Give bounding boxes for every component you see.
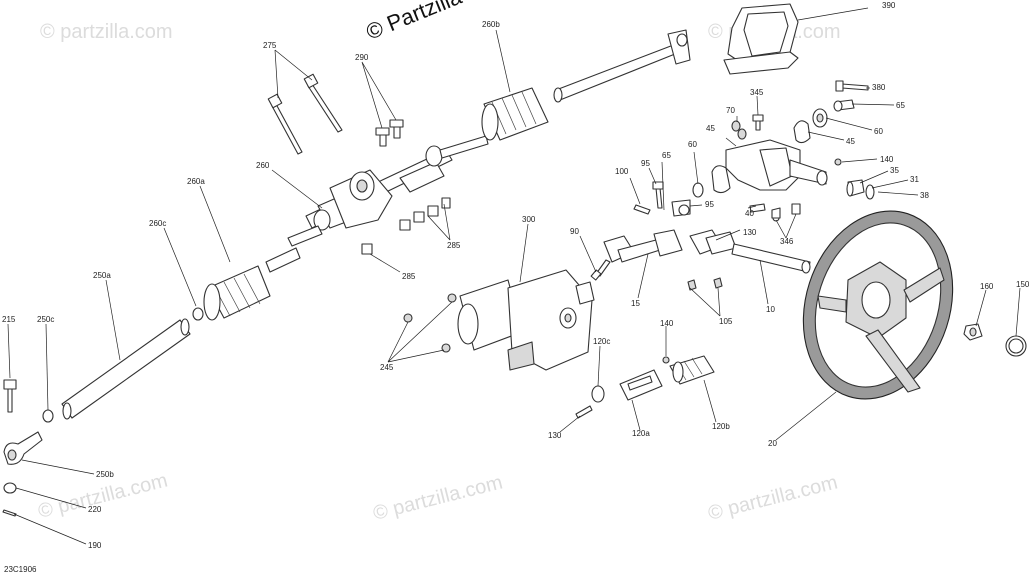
- callout-labels: 390 380 345 65 70 60 45 45 140 35 31 38 …: [2, 1, 1030, 550]
- callout-label: 65: [896, 101, 905, 110]
- part-260a-boot: [203, 247, 301, 321]
- callout-label: 220: [88, 505, 102, 514]
- watermark-text: © partzilla.com: [40, 21, 173, 43]
- callout-label: 130: [743, 228, 757, 237]
- watermark-text: © partzilla.com: [371, 471, 505, 524]
- part-130-bolt-lower: [575, 405, 593, 419]
- callout-label: 45: [706, 124, 715, 133]
- part-346-clips: [771, 203, 801, 219]
- callout-label: 250a: [93, 271, 111, 280]
- callout-label: 290: [355, 53, 369, 62]
- callout-label: 95: [705, 200, 714, 209]
- part-190-cotter-pin: [2, 509, 17, 517]
- callout-label: 40: [745, 209, 754, 218]
- callout-label: 250b: [96, 470, 114, 479]
- part-90-bolt: [590, 259, 611, 281]
- callout-label: 300: [522, 215, 536, 224]
- part-100-screw: [633, 204, 651, 215]
- callout-label: 345: [750, 88, 764, 97]
- callout-label: 10: [766, 305, 775, 314]
- leader-lines: [7, 7, 1021, 545]
- callout-label: 130: [548, 431, 562, 440]
- callout-label: 95: [641, 159, 650, 168]
- part-60-bearing: [812, 108, 828, 128]
- callout-label: 285: [402, 272, 416, 281]
- callout-label: 60: [688, 140, 697, 149]
- part-35-spacer: [846, 179, 865, 197]
- callout-label: 260c: [149, 219, 166, 228]
- callout-label: 38: [920, 191, 929, 200]
- part-160-nut: [963, 323, 983, 341]
- part-345-bolt: [752, 114, 764, 131]
- callout-label: 15: [631, 299, 640, 308]
- part-250b-tie-rod-end: [3, 431, 43, 465]
- part-260c-clamp: [192, 307, 204, 321]
- callout-label: 45: [846, 137, 855, 146]
- part-70-fastener: [731, 120, 747, 140]
- callout-label: 285: [447, 241, 461, 250]
- callout-label: 150: [1016, 280, 1030, 289]
- callout-label: 160: [980, 282, 994, 291]
- callout-label: 380: [872, 83, 886, 92]
- part-150-ring: [1005, 335, 1027, 357]
- callout-label: 140: [660, 319, 674, 328]
- callout-label: 190: [88, 541, 102, 550]
- callout-label: 346: [780, 237, 794, 246]
- part-40-column-bracket: [692, 139, 828, 198]
- part-45-ring: [793, 120, 811, 144]
- callout-label: 90: [570, 227, 579, 236]
- part-120a-boot: [619, 369, 663, 401]
- callout-label: 105: [719, 317, 733, 326]
- callout-label: 120a: [632, 429, 650, 438]
- callout-label: 260a: [187, 177, 205, 186]
- callout-label: 120b: [712, 422, 730, 431]
- part-31-ring: [865, 184, 875, 200]
- callout-label: 245: [380, 363, 394, 372]
- part-120b-boot: [669, 355, 715, 385]
- part-140-nut-lower: [662, 356, 670, 364]
- part-65-bushing: [833, 99, 855, 112]
- part-220-nut: [3, 482, 17, 494]
- part-140-nut-top: [834, 158, 842, 166]
- part-285-clips: [361, 197, 451, 255]
- part-300-eps-motor: [457, 269, 595, 371]
- callout-label: 390: [882, 1, 896, 10]
- callout-label: 275: [263, 41, 277, 50]
- part-380-screw: [835, 80, 869, 92]
- part-260b-boot-and-tierod: [481, 29, 691, 141]
- part-215-bolt: [3, 379, 17, 413]
- diagram-code: 23C1906: [4, 565, 37, 574]
- part-250c-jam-nut: [42, 409, 54, 423]
- watermark-layer: © partzilla.com © partzilla.com © partzi…: [36, 21, 841, 525]
- part-290-bolts: [375, 119, 404, 147]
- callout-label: 260: [256, 161, 270, 170]
- callout-label: 215: [2, 315, 16, 324]
- watermark-text: © partzilla.com: [706, 471, 840, 524]
- part-275-bolts: [267, 73, 343, 155]
- partzilla-copyright: © Partzilla: [363, 0, 466, 45]
- part-10-steering-shaft: [731, 243, 811, 274]
- part-15-intermediate-shaft: [603, 229, 737, 263]
- callout-label: 140: [880, 155, 894, 164]
- callout-label: 100: [615, 167, 629, 176]
- callout-label: 31: [910, 175, 919, 184]
- callout-label: 60: [874, 127, 883, 136]
- callout-label: 70: [726, 106, 735, 115]
- callout-label: 250c: [37, 315, 54, 324]
- part-120c-clamp: [591, 385, 605, 403]
- callout-label: 35: [890, 166, 899, 175]
- part-65-washer: [671, 199, 691, 217]
- part-260-steering-rack: [287, 135, 489, 247]
- callout-label: 260b: [482, 20, 500, 29]
- part-390-bracket: [723, 3, 799, 75]
- callout-label: 120c: [593, 337, 610, 346]
- part-95-bolt: [652, 181, 664, 209]
- part-105-nuts: [687, 277, 723, 291]
- callout-label: 65: [662, 151, 671, 160]
- part-250a-tie-rod-tube: [61, 318, 191, 420]
- part-20-steering-wheel: [802, 210, 954, 400]
- callout-label: 20: [768, 439, 777, 448]
